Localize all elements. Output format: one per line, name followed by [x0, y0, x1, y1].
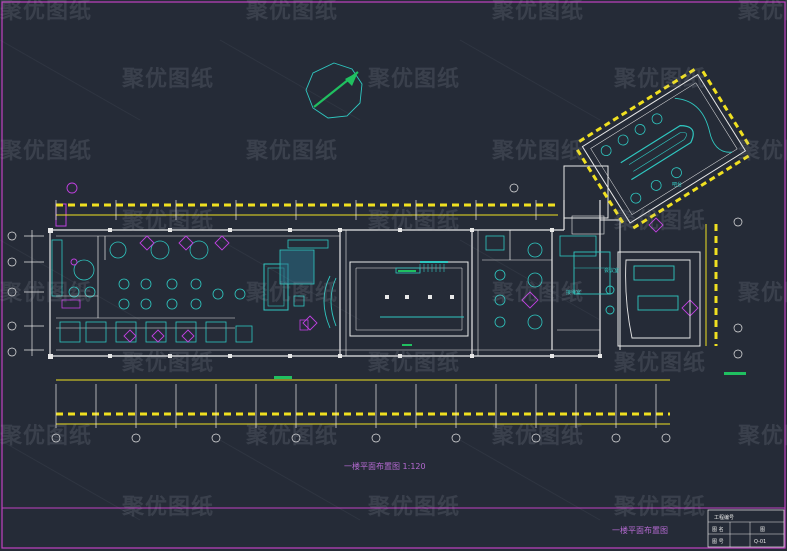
plant-markers: [66, 182, 699, 343]
lounge-area: [263, 239, 329, 331]
watermark-text: 聚优图纸: [245, 138, 338, 164]
watermark-text: 聚优图纸: [245, 0, 338, 24]
title-block-label-1: 图 名: [712, 526, 724, 533]
watermark-text: 聚优图纸: [0, 423, 92, 449]
watermark-text: 聚优图纸: [491, 0, 584, 24]
stair: [419, 264, 445, 272]
watermark-lines: [0, 39, 601, 521]
watermark-text: 聚优图纸: [121, 66, 214, 92]
watermark-text: 聚优图纸: [613, 494, 706, 520]
watermark-text: 聚优图纸: [491, 280, 584, 306]
room-label-reception: 接待室: [566, 289, 581, 296]
title-block-header: 工程编号: [714, 514, 734, 521]
bottom-caption: 一楼平面布置图: [612, 525, 668, 535]
bar-wing: [576, 68, 752, 230]
watermark-text: 聚优图纸: [367, 350, 460, 376]
dimension-lines: [56, 203, 718, 425]
title-block-value-1: 图: [760, 527, 765, 533]
watermark-text: 聚优图纸: [491, 423, 584, 449]
dining-tables-right: [485, 235, 597, 330]
room-label-meeting: 会议室: [604, 267, 619, 274]
room-label-bar: 吧台: [672, 181, 682, 188]
title-block: [707, 509, 785, 548]
watermark-text: 聚优图纸: [121, 494, 214, 520]
watermark-text: 聚优图纸: [613, 350, 706, 376]
watermark-text: 聚优图纸: [737, 423, 787, 449]
reception-desk: [323, 275, 337, 329]
watermark-text: 聚优图纸: [737, 280, 787, 306]
drawing-title: 一楼平面布置图 1:120: [344, 461, 426, 471]
watermark-text: 聚优图纸: [245, 423, 338, 449]
main-walls: [49, 200, 601, 357]
watermark-text: 聚优图纸: [121, 350, 214, 376]
meeting-room: [573, 251, 691, 339]
columns: [48, 228, 602, 359]
right-wing-walls: [563, 165, 701, 350]
watermark-text: 聚优图纸: [0, 280, 92, 306]
watermark-text: 聚优图纸: [245, 280, 338, 306]
watermark-text: 聚优图纸: [0, 138, 92, 164]
central-hall: [349, 261, 469, 337]
watermark-text: 聚优图纸: [737, 0, 787, 24]
watermark-text: 聚优图纸: [0, 0, 92, 24]
watermark-text: 聚优图纸: [613, 208, 706, 234]
watermark-text: 聚优图纸: [737, 138, 787, 164]
watermark-text: 聚优图纸: [367, 66, 460, 92]
watermark-layer: 聚优图纸 聚优图纸 聚优图纸 聚优图纸 聚优图纸 聚优图纸 聚优图纸 聚优图纸 …: [0, 0, 787, 520]
dimension-ticks: [24, 200, 657, 428]
north-compass-icon: [305, 62, 363, 119]
watermark-text: 聚优图纸: [367, 494, 460, 520]
watermark-text: 聚优图纸: [491, 138, 584, 164]
watermark-text: 聚优图纸: [613, 66, 706, 92]
dining-tables-left: [59, 240, 253, 343]
axis-bubbles: [7, 183, 743, 443]
annotation-bars: [274, 270, 746, 379]
title-block-value-2: Q-01: [754, 539, 766, 545]
watermark-text: 聚优图纸: [121, 208, 214, 234]
watermark-text: 聚优图纸: [367, 208, 460, 234]
title-block-label-2: 图 号: [712, 539, 724, 545]
